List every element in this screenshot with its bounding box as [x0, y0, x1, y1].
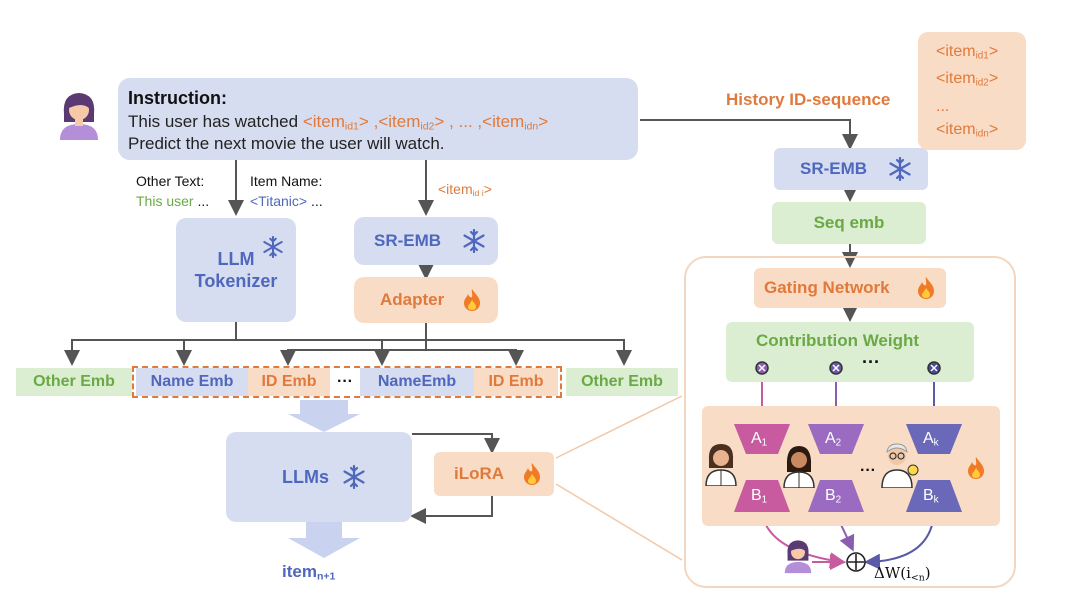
history-item: <itemid2> [936, 70, 999, 89]
fire-icon [916, 276, 936, 305]
instruction-item-1: <itemid1> [302, 112, 369, 133]
llm-tokenizer-label: LLM Tokenizer [194, 249, 278, 291]
item-emb-group [132, 366, 562, 398]
instruction-item-n: <itemidn> [482, 112, 549, 133]
user-small-avatar-icon [784, 540, 812, 574]
matrix-ak-label: Ak [923, 430, 939, 449]
adapter-label: Adapter [380, 290, 445, 309]
sr-emb-right-label: SR-EMB [800, 159, 868, 178]
contribution-weight-label: Contribution Weight [756, 331, 920, 350]
history-item: ... [936, 97, 950, 115]
matrix-ak [906, 424, 962, 454]
fire-icon [522, 462, 542, 491]
multiply-node-1-icon [755, 361, 769, 375]
sum-node-icon [846, 552, 866, 572]
instruction-prefix: This user has watched [128, 112, 303, 131]
multiply-node-k-icon [927, 361, 941, 375]
user-avatar-icon [60, 93, 98, 140]
item-name-example: <Titanic> ... [250, 193, 323, 209]
llm-tokenizer-block: LLM Tokenizer [176, 218, 296, 322]
history-item: <itemidn> [936, 120, 999, 140]
other-emb-left: Other Emb [16, 368, 132, 396]
name-emb-1: Name Emb [136, 368, 248, 396]
matrix-a1-label: A1 [751, 430, 768, 449]
id-emb-1: ID Emb [248, 368, 330, 396]
matrix-a1 [734, 424, 790, 454]
snowflake-icon [462, 228, 486, 258]
multiply-node-2-icon [829, 361, 843, 375]
llms-label: LLMs [282, 466, 329, 487]
expert-doctor-1-icon [705, 444, 737, 486]
other-emb-right: Other Emb [566, 368, 678, 396]
expert-doctor-2-icon [783, 446, 815, 488]
name-emb-2: NameEmb [360, 368, 474, 396]
ilora-detail-panel [684, 256, 1016, 588]
item-id-label: <itemid i> [438, 181, 492, 199]
matrix-bk-label: Bk [923, 487, 939, 506]
item-name-label: Item Name: [250, 173, 323, 189]
id-emb-2: ID Emb [474, 368, 558, 396]
experts-dots: ··· [860, 462, 876, 479]
expert-scientist-icon [881, 443, 919, 488]
matrix-b1 [734, 480, 790, 512]
history-sequence-box [918, 32, 1026, 150]
snowflake-icon [262, 235, 284, 263]
ilora-block: iLoRA [434, 452, 554, 496]
other-text-example: This user ... [136, 193, 210, 209]
instruction-line-2: Predict the next movie the user will wat… [128, 134, 445, 153]
emb-dots: ··· [337, 373, 353, 390]
contribution-dots: ··· [862, 352, 880, 372]
delta-w-label: ΔW(i<n) [874, 564, 931, 584]
gating-network-label: Gating Network [764, 278, 890, 297]
matrix-b1-label: B1 [751, 487, 768, 506]
other-text-label: Other Text: [136, 173, 205, 189]
fire-icon [462, 288, 482, 317]
history-sequence-list: <itemid1> <itemid2>... <itemidn> [936, 40, 998, 145]
gating-network-block: Gating Network [754, 268, 946, 308]
instruction-item-2: <itemid2> [378, 112, 445, 133]
history-label: History ID-sequence [726, 90, 891, 109]
history-item: <itemid1> [936, 43, 999, 62]
instruction-line-1: This user has watched <itemid1> ,<itemid… [128, 112, 548, 133]
llms-block: LLMs [226, 432, 412, 522]
matrix-b2 [808, 480, 864, 512]
matrix-b2-label: B2 [825, 487, 842, 506]
snowflake-icon [342, 464, 366, 494]
instruction-box [118, 78, 638, 160]
matrix-bk [906, 480, 962, 512]
instruction-sep-1: , [368, 112, 379, 131]
output-item: itemn+1 [282, 562, 336, 583]
sr-emb-right-block: SR-EMB [774, 148, 928, 190]
instruction-sep-2: , ... , [444, 112, 483, 131]
matrix-a2-label: A2 [825, 430, 842, 449]
seq-emb-label: Seq emb [813, 213, 885, 232]
ilora-label: iLoRA [454, 464, 505, 483]
matrix-a2 [808, 424, 864, 454]
fire-icon [966, 456, 986, 485]
sr-emb-left-label: SR-EMB [374, 231, 442, 250]
adapter-block: Adapter [354, 277, 498, 323]
instruction-heading: Instruction: [128, 88, 227, 108]
seq-emb-block: Seq emb [772, 202, 926, 244]
snowflake-icon [888, 156, 912, 186]
